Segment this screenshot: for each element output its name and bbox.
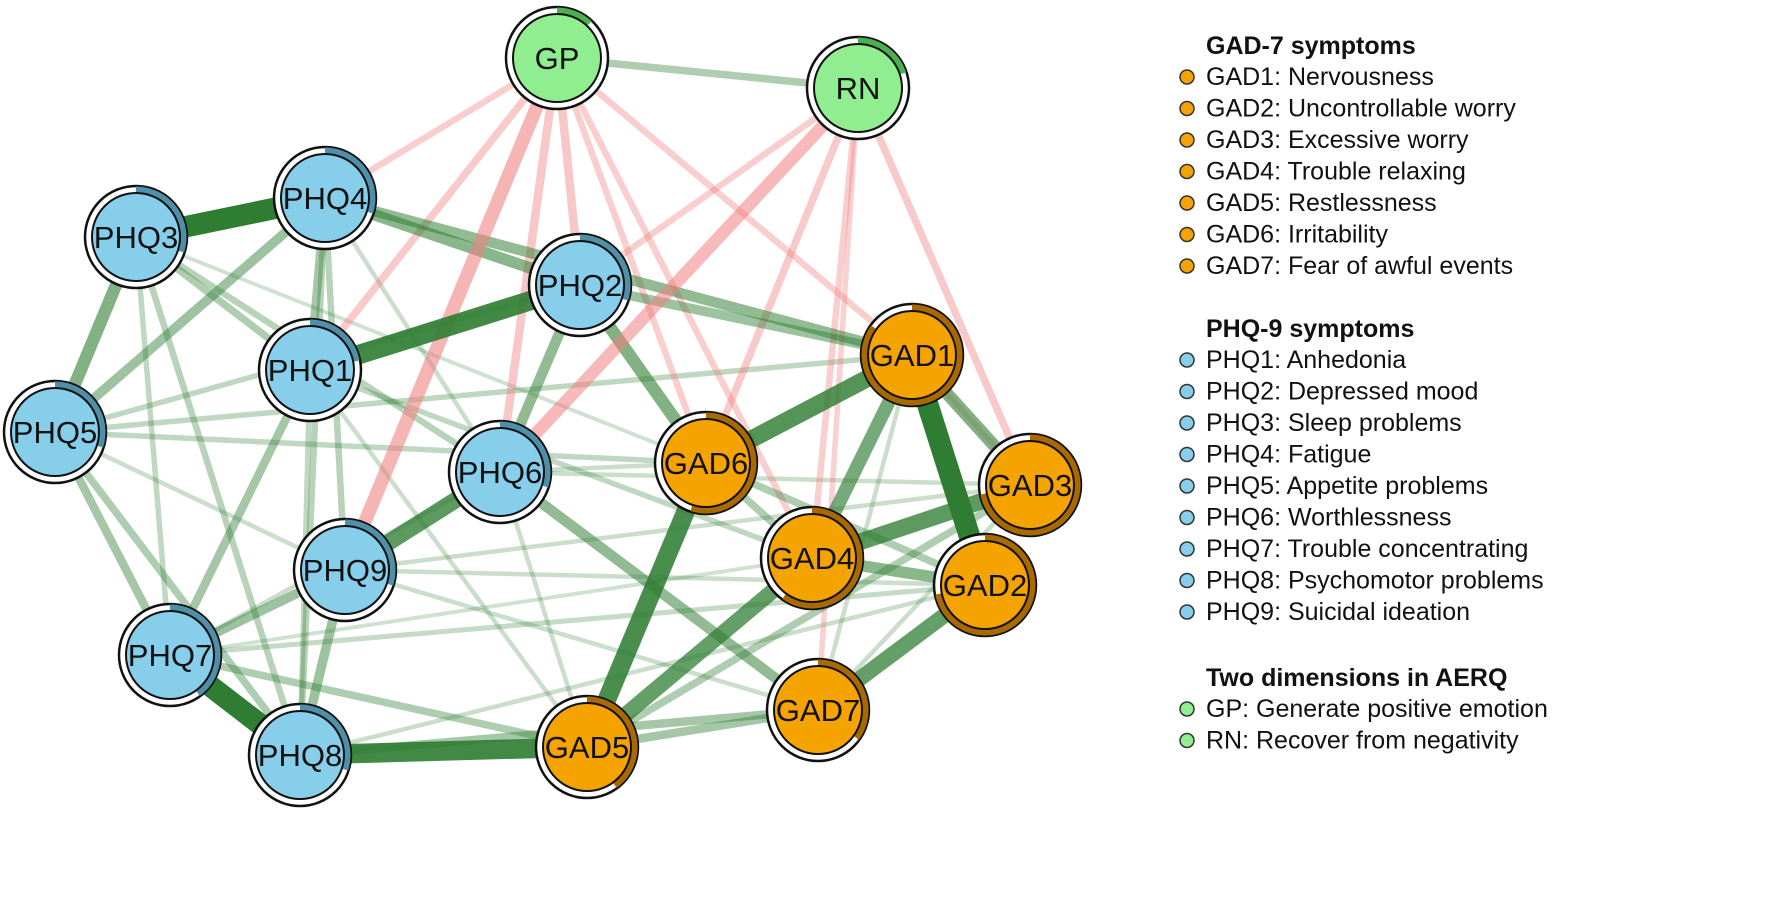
node-label: GAD1 <box>870 338 954 373</box>
node-label: PHQ2 <box>538 268 622 303</box>
edge-phq1-gad4 <box>307 367 815 561</box>
node-label: GAD2 <box>943 568 1027 603</box>
edge-phq5-gad1 <box>52 352 915 435</box>
node-gad3: GAD3 <box>977 432 1083 538</box>
edge-phq7-gad4 <box>168 556 814 657</box>
node-label: PHQ6 <box>458 455 542 490</box>
edge-rn-gad4 <box>808 84 862 562</box>
node-gp: GP <box>504 5 610 111</box>
edge-phq5-phq4 <box>50 193 330 437</box>
node-phq2: PHQ2 <box>527 232 633 338</box>
node-phq7: PHQ7 <box>117 602 223 708</box>
edge-gp-gad4 <box>553 54 816 562</box>
node-phq4: PHQ4 <box>272 145 378 251</box>
node-gad1: GAD1 <box>859 302 965 408</box>
edge-gp-gad6 <box>553 54 710 467</box>
edge-phq3-gad6 <box>134 235 708 465</box>
edge-phq7-gad2 <box>167 582 988 658</box>
node-label: GAD7 <box>776 693 860 728</box>
node-layer: GP RN PHQ4PHQ3PHQ2PHQ1PHQ5PHQ6PHQ9PHQ7PHQ8… <box>2 5 1083 808</box>
edge-phq5-phq9 <box>52 429 348 573</box>
node-label: PHQ1 <box>268 353 352 388</box>
edge-gp-phq9 <box>338 51 564 577</box>
edge-gp-gad1 <box>553 54 916 359</box>
edge-rn-phq6 <box>493 81 865 479</box>
edge-phq1-phq7 <box>165 365 315 660</box>
node-label: GAD5 <box>545 730 629 765</box>
edge-rn-gad3 <box>854 84 1034 489</box>
edge-phq5-gad6 <box>52 429 709 466</box>
edge-phq9-gad7 <box>342 567 821 713</box>
node-label: GP <box>535 41 580 76</box>
node-label: PHQ7 <box>128 638 212 673</box>
node-gad4: GAD4 <box>759 505 865 611</box>
edge-rn-phq2 <box>576 84 862 289</box>
node-label: PHQ8 <box>258 738 342 773</box>
node-gad5: GAD5 <box>534 694 640 800</box>
edge-phq3-phq8 <box>132 233 304 759</box>
node-gad7: GAD7 <box>765 657 871 763</box>
node-phq9: PHQ9 <box>292 517 398 623</box>
edge-phq1-gad5 <box>307 367 590 750</box>
node-label: RN <box>836 71 881 106</box>
edge-rn-gad6 <box>702 84 862 467</box>
node-phq3: PHQ3 <box>83 184 189 290</box>
edge-gp-phq1 <box>306 54 561 374</box>
node-phq6: PHQ6 <box>447 419 553 525</box>
node-phq1: PHQ1 <box>257 317 363 423</box>
node-label: GAD3 <box>988 468 1072 503</box>
node-label: GAD4 <box>770 541 854 576</box>
node-phq5: PHQ5 <box>2 379 108 485</box>
node-label: GAD6 <box>664 446 748 481</box>
node-label: PHQ3 <box>94 220 178 255</box>
edge-phq7-gad5 <box>166 651 591 751</box>
node-gad6: GAD6 <box>653 410 759 516</box>
node-label: PHQ4 <box>283 181 367 216</box>
node-phq8: PHQ8 <box>247 702 353 808</box>
node-gad2: GAD2 <box>932 532 1038 638</box>
node-label: PHQ9 <box>303 553 387 588</box>
edge-phq4-phq8 <box>296 194 329 759</box>
node-rn: RN <box>805 35 911 141</box>
edge-phq8-gad2 <box>297 582 988 758</box>
node-label: PHQ5 <box>13 415 97 450</box>
edge-phq3-phq7 <box>133 234 173 658</box>
edge-phq5-phq8 <box>51 428 304 759</box>
